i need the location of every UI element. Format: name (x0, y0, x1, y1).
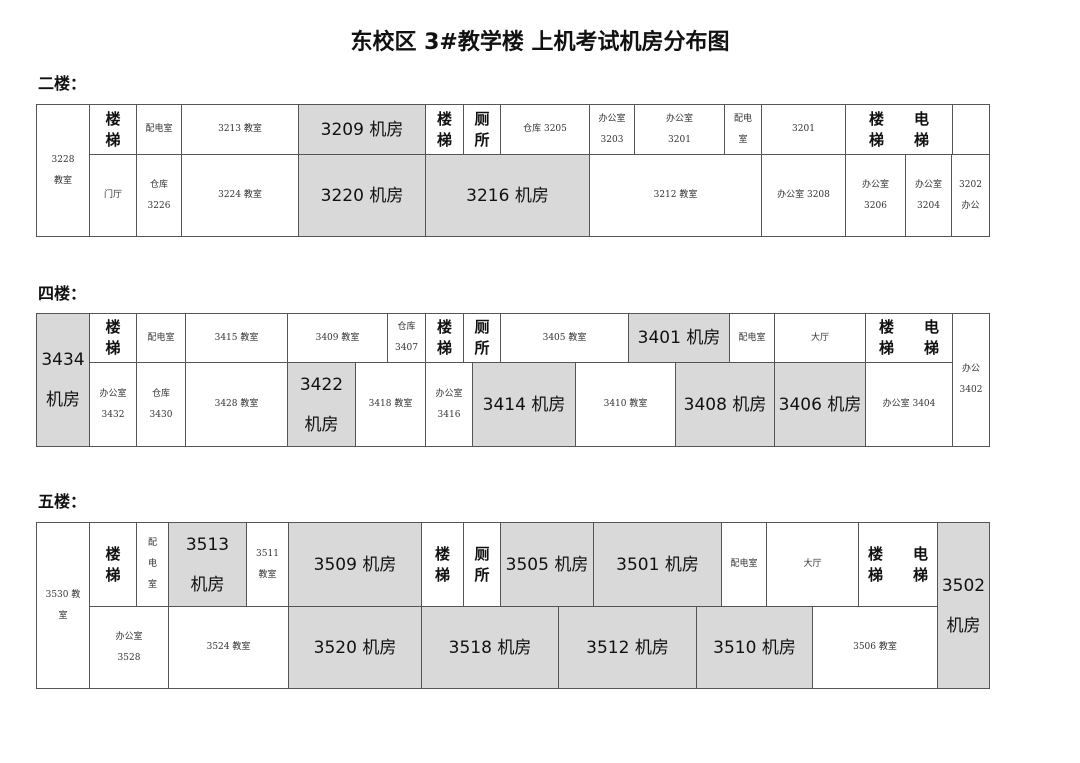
floor-5-heading: 五楼： (38, 492, 87, 511)
computer-lab-room: 3509 机房 (288, 522, 422, 607)
computer-lab-room: 3406 机房 (774, 362, 866, 447)
room-cell: 办公 3402 (952, 313, 990, 447)
stair-cell: 厕 所 (463, 522, 501, 607)
computer-lab-room: 3408 机房 (675, 362, 775, 447)
room-cell: 办公室 3206 (845, 154, 906, 237)
stair-cell: 楼 梯 (89, 313, 137, 363)
room-cell: 3405 教室 (500, 313, 629, 363)
computer-lab-room: 3512 机房 (558, 606, 697, 689)
room-cell: 3409 教室 (287, 313, 388, 363)
stair-cell: 楼 梯 (89, 522, 137, 607)
stair-cell: 厕 所 (463, 104, 501, 155)
room-cell: 配电 室 (724, 104, 762, 155)
room-cell: 3418 教室 (355, 362, 426, 447)
room-cell: 办公室 3204 (905, 154, 952, 237)
room-cell: 办公室 3201 (634, 104, 725, 155)
room-cell: 门厅 (89, 154, 137, 237)
room-cell: 3202 办公 (951, 154, 990, 237)
computer-lab-room: 3502 机房 (937, 522, 990, 689)
room-cell: 3506 教室 (812, 606, 938, 689)
computer-lab-room: 3510 机房 (696, 606, 813, 689)
room-cell: 配电室 (721, 522, 767, 607)
room-cell: 3524 教室 (168, 606, 289, 689)
room-cell: 3224 教室 (181, 154, 299, 237)
room-cell: 配电室 (729, 313, 775, 363)
room-cell: 办公室 3203 (589, 104, 635, 155)
room-cell: 3410 教室 (575, 362, 676, 447)
room-cell: 办公室 3528 (89, 606, 169, 689)
computer-lab-room: 3209 机房 (298, 104, 426, 155)
stair-cell: 楼 梯 (89, 104, 137, 155)
computer-lab-room: 3518 机房 (421, 606, 559, 689)
room-cell (952, 104, 990, 155)
room-cell: 3530 教 室 (36, 522, 90, 689)
room-cell: 办公室 3404 (865, 362, 953, 447)
room-cell: 3213 教室 (181, 104, 299, 155)
floor-2-heading: 二楼： (38, 74, 87, 93)
room-cell: 仓库 3226 (136, 154, 182, 237)
page-title: 东校区 3#教学楼 上机考试机房分布图 (350, 30, 730, 55)
room-cell: 3212 教室 (589, 154, 762, 237)
room-cell: 配电室 (136, 104, 182, 155)
computer-lab-room: 3414 机房 (472, 362, 576, 447)
room-cell: 3428 教室 (185, 362, 288, 447)
room-cell: 办公室 3208 (761, 154, 846, 237)
room-cell: 3228 教室 (36, 104, 90, 237)
room-cell: 3201 (761, 104, 846, 155)
stair-cell: 楼 梯 (421, 522, 464, 607)
room-cell: 办公室 3432 (89, 362, 137, 447)
computer-lab-room: 3520 机房 (288, 606, 422, 689)
computer-lab-room: 3216 机房 (425, 154, 590, 237)
room-cell: 3511 教室 (246, 522, 289, 607)
computer-lab-room: 3401 机房 (628, 313, 730, 363)
stair-cell: 厕 所 (463, 313, 501, 363)
computer-lab-room: 3513 机房 (168, 522, 247, 607)
room-cell: 办公室 3416 (425, 362, 473, 447)
room-cell: 仓库 3430 (136, 362, 186, 447)
floor-4-heading: 四楼： (38, 284, 87, 303)
stair-cell: 楼 电 梯 梯 (858, 522, 938, 607)
computer-lab-room: 3505 机房 (500, 522, 594, 607)
computer-lab-room: 3422 机房 (287, 362, 356, 447)
computer-lab-room: 3434 机房 (36, 313, 90, 447)
stair-cell: 楼 梯 (425, 313, 464, 363)
room-cell: 大厅 (766, 522, 859, 607)
room-cell: 配 电 室 (136, 522, 169, 607)
room-cell: 配电室 (136, 313, 186, 363)
computer-lab-room: 3220 机房 (298, 154, 426, 237)
computer-lab-room: 3501 机房 (593, 522, 722, 607)
room-cell: 大厅 (774, 313, 866, 363)
stair-cell: 楼 电 梯 梯 (845, 104, 953, 155)
stair-cell: 楼 梯 (425, 104, 464, 155)
room-cell: 仓库 3407 (387, 313, 426, 363)
room-cell: 仓库 3205 (500, 104, 590, 155)
room-cell: 3415 教室 (185, 313, 288, 363)
stair-cell: 楼 电 梯 梯 (865, 313, 953, 363)
